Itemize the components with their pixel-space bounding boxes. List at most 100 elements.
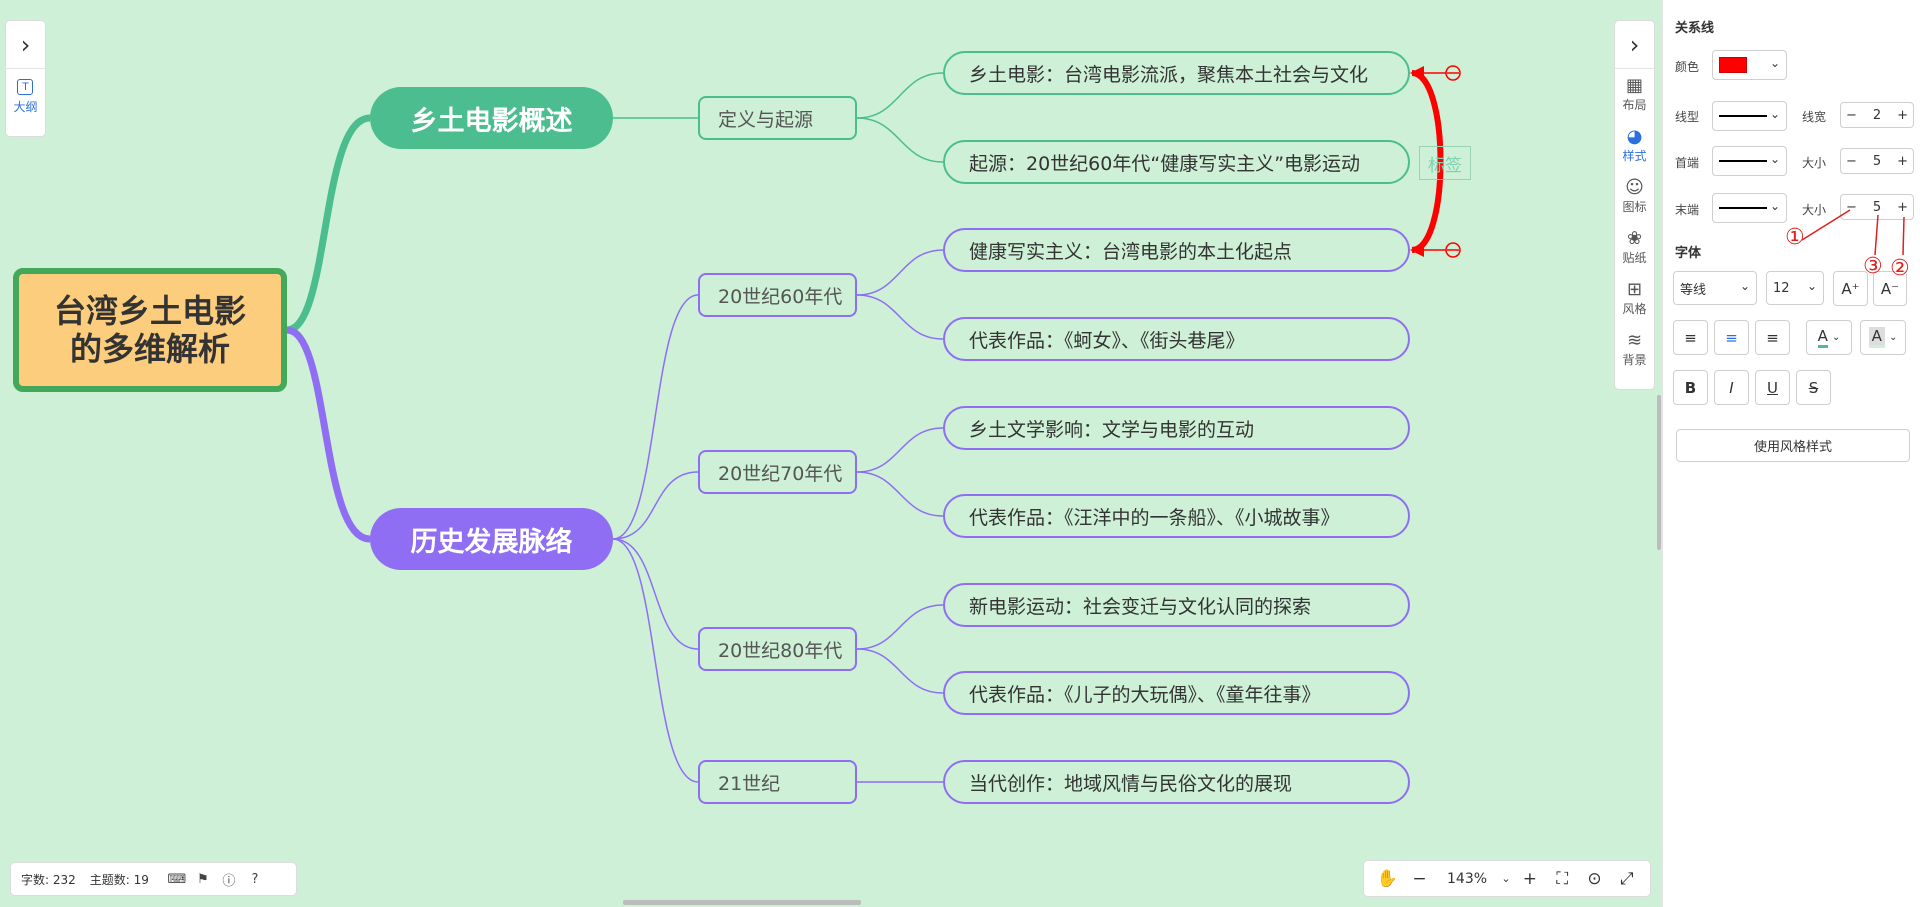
underline-button[interactable]: U xyxy=(1755,370,1790,405)
end-size-label: 大小 xyxy=(1802,203,1827,217)
zoom-level[interactable]: 143% xyxy=(1447,870,1488,887)
end-arrow-sample xyxy=(1719,207,1767,209)
fullscreen-icon[interactable]: ⤢ xyxy=(1620,868,1634,889)
rail-label: 图标 xyxy=(1622,200,1647,214)
horizontal-scrollbar[interactable] xyxy=(623,900,861,905)
left-panel: › T 大纲 xyxy=(5,20,46,137)
minus-icon[interactable]: − xyxy=(1846,199,1857,215)
leaf-topic[interactable]: 健康写实主义：台湾电影的本土化起点 xyxy=(943,228,1410,272)
grid-icon: ⊞ xyxy=(1626,279,1643,300)
rail-label: 背景 xyxy=(1622,353,1647,367)
palette-icon: ◕ xyxy=(1626,126,1643,147)
font-decrease-button[interactable]: A⁻ xyxy=(1873,271,1907,306)
zoom-out-button[interactable]: − xyxy=(1412,868,1427,889)
leaf-label: 代表作品：《儿子的大玩偶》、《童年往事》 xyxy=(969,683,1321,706)
apply-style-button[interactable]: 使用风格样式 xyxy=(1676,429,1910,462)
center-icon[interactable]: ⊙ xyxy=(1587,868,1602,889)
align-right-icon: ≡ xyxy=(1766,328,1779,347)
italic-icon: I xyxy=(1729,378,1734,397)
info-icon[interactable]: ⓘ xyxy=(222,873,236,889)
chevron-down-icon: ⌄ xyxy=(1769,152,1780,166)
leaf-topic[interactable]: 代表作品：《汪洋中的一条船》、《小城故事》 xyxy=(943,494,1410,538)
chevron-down-icon[interactable]: ⌄ xyxy=(1501,872,1511,885)
start-size-value[interactable]: 5 xyxy=(1872,153,1882,169)
chevron-down-icon: ⌄ xyxy=(1769,107,1780,121)
start-arrow-select[interactable]: ⌄ xyxy=(1712,146,1787,176)
chevron-right-icon: › xyxy=(1629,30,1640,59)
subtopic-80s[interactable]: 20世纪80年代 xyxy=(698,627,857,671)
chevron-down-icon: ⌄ xyxy=(1739,279,1750,293)
leaf-topic[interactable]: 代表作品：《蚵女》、《街头巷尾》 xyxy=(943,317,1410,361)
rail-background[interactable]: ≋背景 xyxy=(1615,324,1654,375)
rail-icons[interactable]: ☺图标 xyxy=(1615,171,1654,222)
topic-overview-label: 乡土电影概述 xyxy=(410,105,573,137)
help-icon[interactable]: ? xyxy=(251,871,259,887)
subtopic-60s[interactable]: 20世纪60年代 xyxy=(698,273,857,317)
keyboard-icon[interactable]: ⌨ xyxy=(167,871,187,887)
end-size-value[interactable]: 5 xyxy=(1872,199,1882,215)
leaf-label: 代表作品：《蚵女》、《街头巷尾》 xyxy=(969,329,1245,352)
linetype-select[interactable]: ⌄ xyxy=(1712,101,1787,131)
connector-lines xyxy=(286,65,1461,783)
font-family-select[interactable]: 等线 ⌄ xyxy=(1673,271,1757,305)
linewidth-value[interactable]: 2 xyxy=(1872,107,1882,123)
subtopic-label: 定义与起源 xyxy=(718,108,814,131)
expand-left-button[interactable]: › xyxy=(5,21,46,69)
leaf-topic[interactable]: 乡土文学影响：文学与电影的互动 xyxy=(943,406,1410,450)
bold-button[interactable]: B xyxy=(1673,370,1708,405)
mindmap-canvas[interactable]: 台湾乡土电影 的多维解析 乡土电影概述 历史发展脉络 定义与起源 20世纪60年… xyxy=(0,0,1662,907)
font-title: 字体 xyxy=(1675,246,1702,261)
leaf-topic[interactable]: 起源：20世纪60年代“健康写实主义”电影运动 xyxy=(943,140,1410,184)
rail-style[interactable]: ◕样式 xyxy=(1615,120,1654,171)
font-decrease-icon: A⁻ xyxy=(1880,279,1900,298)
subtopic-21c[interactable]: 21世纪 xyxy=(698,760,857,804)
rail-stickers[interactable]: ❀贴纸 xyxy=(1615,222,1654,273)
subtopic-70s[interactable]: 20世纪70年代 xyxy=(698,450,857,494)
linewidth-stepper[interactable]: −2 + xyxy=(1840,102,1914,128)
word-count: 字数: 232 xyxy=(21,872,76,887)
align-center-icon: ≡ xyxy=(1725,328,1738,347)
leaf-topic[interactable]: 当代创作：地域风情与民俗文化的展现 xyxy=(943,760,1410,804)
leaf-topic[interactable]: 乡土电影：台湾电影流派，聚焦本土社会与文化 xyxy=(943,51,1410,95)
align-left-button[interactable]: ≡ xyxy=(1673,320,1708,355)
hand-icon[interactable]: ✋ xyxy=(1376,868,1398,889)
end-arrow-select[interactable]: ⌄ xyxy=(1712,193,1787,223)
minus-icon[interactable]: − xyxy=(1846,153,1857,169)
topic-overview[interactable]: 乡土电影概述 xyxy=(370,87,613,149)
vertical-scrollbar[interactable] xyxy=(1657,395,1661,550)
rail-theme[interactable]: ⊞风格 xyxy=(1615,273,1654,324)
flag-icon[interactable]: ⚑ xyxy=(197,871,209,887)
font-family-value: 等线 xyxy=(1680,282,1707,298)
zoom-in-button[interactable]: + xyxy=(1522,868,1537,889)
minus-icon[interactable]: − xyxy=(1846,107,1857,123)
color-picker[interactable]: ⌄ xyxy=(1712,50,1787,80)
fit-screen-icon[interactable]: ⛶ xyxy=(1556,868,1569,889)
align-center-button[interactable]: ≡ xyxy=(1714,320,1749,355)
plus-icon[interactable]: + xyxy=(1897,153,1908,169)
sticker-icon: ❀ xyxy=(1626,228,1643,249)
rail-layout[interactable]: ▦布局 xyxy=(1615,69,1654,120)
root-line2: 的多维解析 xyxy=(69,330,230,368)
strikethrough-button[interactable]: S xyxy=(1796,370,1831,405)
font-size-select[interactable]: 12 ⌄ xyxy=(1766,271,1824,305)
linetype-label: 线型 xyxy=(1675,110,1700,124)
subtopic-definition[interactable]: 定义与起源 xyxy=(698,96,857,140)
relation-line[interactable] xyxy=(1410,65,1461,258)
align-right-button[interactable]: ≡ xyxy=(1755,320,1790,355)
root-topic[interactable]: 台湾乡土电影 的多维解析 xyxy=(13,268,287,392)
collapse-panel-button[interactable]: › xyxy=(1615,21,1654,69)
relation-label[interactable]: 标签 xyxy=(1419,146,1471,180)
italic-button[interactable]: I xyxy=(1714,370,1749,405)
plus-icon[interactable]: + xyxy=(1897,199,1908,215)
outline-button[interactable]: T 大纲 xyxy=(13,79,38,115)
topic-history[interactable]: 历史发展脉络 xyxy=(370,508,613,570)
start-size-stepper[interactable]: −5 + xyxy=(1840,148,1914,174)
start-label: 首端 xyxy=(1675,156,1700,170)
leaf-topic[interactable]: 代表作品：《儿子的大玩偶》、《童年往事》 xyxy=(943,671,1410,715)
leaf-topic[interactable]: 新电影运动：社会变迁与文化认同的探索 xyxy=(943,583,1410,627)
font-increase-button[interactable]: A⁺ xyxy=(1833,271,1868,306)
text-color-button[interactable]: A⌄ xyxy=(1806,320,1852,355)
plus-icon[interactable]: + xyxy=(1897,107,1908,123)
highlight-color-button[interactable]: A⌄ xyxy=(1860,320,1906,355)
chevron-down-icon: ⌄ xyxy=(1888,332,1898,343)
